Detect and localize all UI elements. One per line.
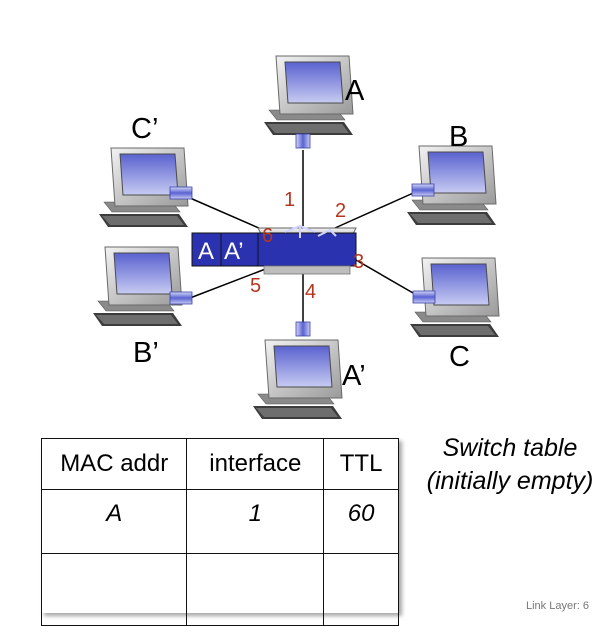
column-header-ttl: TTL xyxy=(323,438,399,490)
port-5-label: 5 xyxy=(250,275,261,297)
port-6-label: 6 xyxy=(262,225,273,247)
host-c xyxy=(409,257,500,338)
column-header-interface: interface xyxy=(186,438,325,490)
network-diagram: A A’ 1 2 3 4 5 6 A B C A’ B’ C’ xyxy=(92,55,500,420)
host-c-prime xyxy=(98,147,193,228)
switch-table-grid: MAC addr interface TTL A 1 60 xyxy=(40,438,399,626)
network-links xyxy=(189,150,421,330)
port-2-label: 2 xyxy=(335,200,346,222)
table-header-row: MAC addr interface TTL xyxy=(40,438,399,490)
host-c-label: C xyxy=(449,341,470,373)
host-b xyxy=(406,145,497,226)
host-a-prime-label: A’ xyxy=(342,360,366,392)
frame-dest-label: A xyxy=(198,238,214,265)
table-row-empty xyxy=(40,553,399,626)
cell-ttl: 60 xyxy=(323,489,399,554)
cell-interface: 1 xyxy=(186,489,325,554)
cell-mac: A xyxy=(40,489,188,554)
host-b-prime xyxy=(92,246,193,327)
table-row: A 1 60 xyxy=(40,489,399,554)
port-3-label: 3 xyxy=(353,251,364,273)
frame-src-label: A’ xyxy=(224,238,244,265)
host-a-prime xyxy=(252,321,343,420)
caption-line-1: Switch table xyxy=(442,434,578,462)
switch-table: MAC addr interface TTL A 1 60 xyxy=(40,438,399,626)
column-header-mac: MAC addr xyxy=(40,438,188,490)
port-1-label: 1 xyxy=(284,189,295,211)
switch-table-caption: Switch table (initially empty) xyxy=(412,432,608,498)
frame-header: A A’ xyxy=(191,232,259,267)
host-c-prime-label: C’ xyxy=(131,113,158,145)
host-a-label: A xyxy=(345,75,365,107)
host-b-prime-label: B’ xyxy=(133,337,159,369)
caption-line-2: (initially empty) xyxy=(426,467,594,495)
host-a xyxy=(263,55,354,149)
port-4-label: 4 xyxy=(305,281,316,303)
host-b-label: B xyxy=(449,121,468,153)
switch xyxy=(257,224,357,275)
slide-footer: Link Layer: 6 xyxy=(526,600,589,612)
